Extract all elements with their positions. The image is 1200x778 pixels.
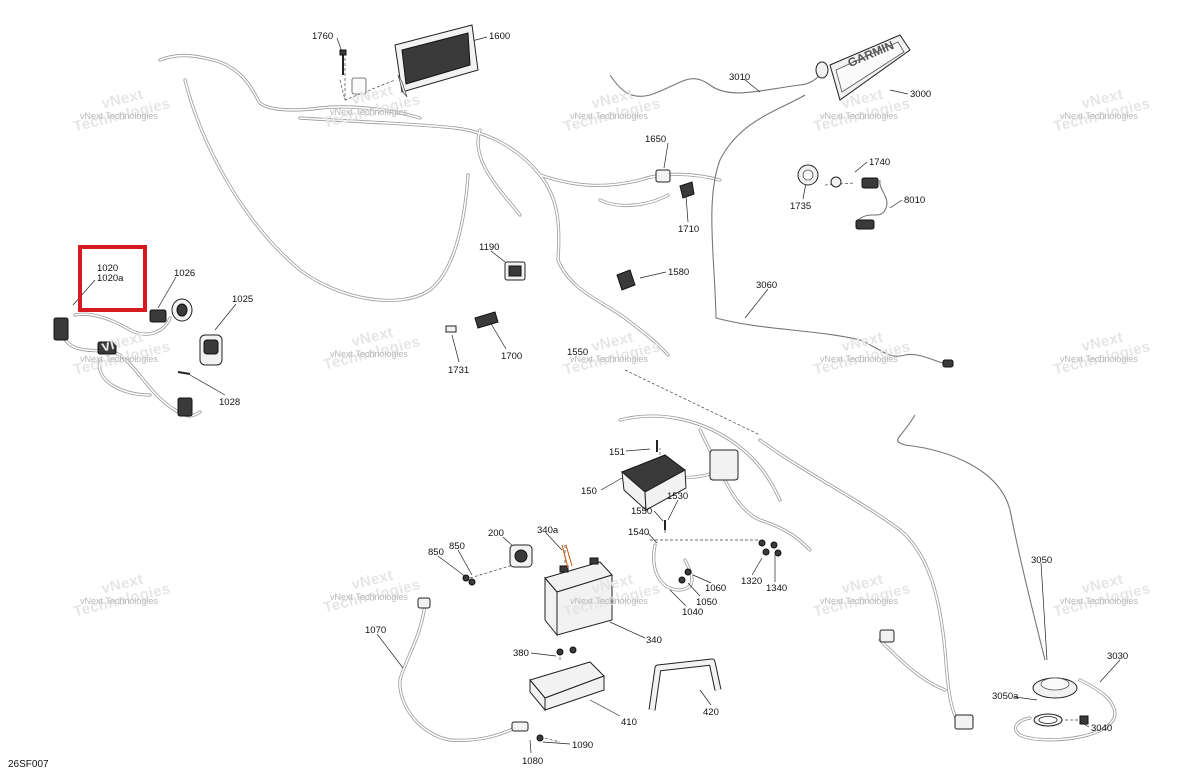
part-340a-tie[interactable] [561,544,573,569]
part-1731-screw[interactable] [445,325,457,333]
part-380-screws[interactable] [556,646,577,656]
callout-label-200[interactable]: 200 [488,528,504,539]
callout-label-1070[interactable]: 1070 [365,625,387,636]
part-410-battery-tray[interactable] [529,661,605,712]
part-fuse-block [709,449,739,481]
callout-label-1530[interactable]: 1530 [667,491,689,502]
part-1028-screw[interactable] [177,371,191,375]
callout-label-1025[interactable]: 1025 [232,294,254,305]
callout-label-1020[interactable]: 1020 [97,263,119,274]
callout-label-1340[interactable]: 1340 [766,583,788,594]
callout-label-1026[interactable]: 1026 [174,268,196,279]
part-1190-relay[interactable] [504,261,526,281]
callout-label-3030[interactable]: 3030 [1107,651,1129,662]
cable-1040 [652,543,694,592]
callout-label-1760[interactable]: 1760 [312,31,334,42]
callout-label-850b[interactable]: 850 [449,541,465,552]
callout-label-8010[interactable]: 8010 [904,195,926,206]
part-1080-connector[interactable] [511,721,529,732]
part-420-strap[interactable] [648,658,722,711]
part-1090-nut[interactable] [536,734,544,742]
callout-label-1320[interactable]: 1320 [741,576,763,587]
callout-label-410[interactable]: 410 [621,717,637,728]
part-1340-bolts[interactable] [770,541,782,557]
callout-label-1020a[interactable]: 1020a [97,273,124,284]
callout-label-1190[interactable]: 1190 [479,242,500,253]
callout-label-1735[interactable]: 1735 [790,201,812,212]
diagram-code: 26SF007 [8,759,49,770]
part-850-nuts[interactable] [462,574,476,586]
main-wiring-harness [58,53,962,727]
callout-label-1540[interactable]: 1540 [628,527,650,538]
part-1580-clip[interactable] [616,269,636,291]
callout-label-1060[interactable]: 1060 [705,583,727,594]
callout-label-1550_top[interactable]: 1550 [567,347,589,358]
callout-label-1090[interactable]: 1090 [572,740,594,751]
callout-label-850a[interactable]: 850 [428,547,444,558]
part-1650-connector[interactable] [655,169,671,183]
part-340-battery[interactable] [544,557,613,637]
part-1070-terminal[interactable] [417,597,431,609]
callout-label-151[interactable]: 151 [609,447,625,458]
callout-label-3010[interactable]: 3010 [729,72,751,83]
part-3060-end[interactable] [942,359,954,368]
callout-label-1731[interactable]: 1731 [448,365,470,376]
part-1050-nut[interactable] [678,576,686,584]
part-1020-harness[interactable] [53,317,193,417]
callout-label-1040[interactable]: 1040 [682,607,704,618]
part-3000-garmin-display[interactable] [815,34,911,101]
part-3050-socket[interactable] [1032,677,1078,699]
part-1700-connector[interactable] [474,311,499,329]
part-1740-cap[interactable] [830,176,842,188]
part-150-regulator[interactable] [621,454,687,512]
part-3050a-ring[interactable] [1033,713,1063,727]
cable-8010 [857,179,888,221]
part-3040-screw[interactable] [1079,715,1089,725]
part-1025-switch[interactable] [199,334,223,366]
callout-label-340[interactable]: 340 [646,635,662,646]
part-1760-screw[interactable] [339,49,347,75]
part-1710-connector[interactable] [679,181,695,199]
part-1320-bolts[interactable] [758,539,770,556]
callout-label-380[interactable]: 380 [513,648,529,659]
callout-label-1600[interactable]: 1600 [489,31,511,42]
callout-label-1580[interactable]: 1580 [668,267,690,278]
callout-label-1028[interactable]: 1028 [219,397,241,408]
part-200-solenoid[interactable] [509,544,533,568]
callout-label-1050[interactable]: 1050 [696,597,718,608]
callout-label-420[interactable]: 420 [703,707,719,718]
part-1600-gauge[interactable] [351,24,479,98]
callout-label-3040[interactable]: 3040 [1091,723,1113,734]
callout-label-1080[interactable]: 1080 [522,756,544,767]
callout-label-1650[interactable]: 1650 [645,134,667,145]
callout-label-3060[interactable]: 3060 [756,280,778,291]
part-1735-socket[interactable] [797,164,819,186]
callout-label-1550[interactable]: 1550 [631,506,653,517]
cable-3010 [609,74,821,97]
cable-1070 [398,603,517,742]
callout-label-1740[interactable]: 1740 [869,157,891,168]
callout-label-150[interactable]: 150 [581,486,597,497]
part-8010-cable[interactable] [855,177,879,230]
callout-label-3050a[interactable]: 3050a [992,691,1019,702]
callout-label-3050[interactable]: 3050 [1031,555,1053,566]
callout-label-1710[interactable]: 1710 [678,224,700,235]
callout-label-3000[interactable]: 3000 [910,89,932,100]
callout-label-1700[interactable]: 1700 [501,351,523,362]
cable-3050 [897,414,1046,661]
part-1026-socket[interactable] [149,298,193,323]
leader-lines [72,36,1121,754]
highlight-box [78,245,147,312]
part-1060-nut[interactable] [684,568,692,576]
callout-label-340a[interactable]: 340a [537,525,559,536]
cable-3060 [711,94,951,366]
